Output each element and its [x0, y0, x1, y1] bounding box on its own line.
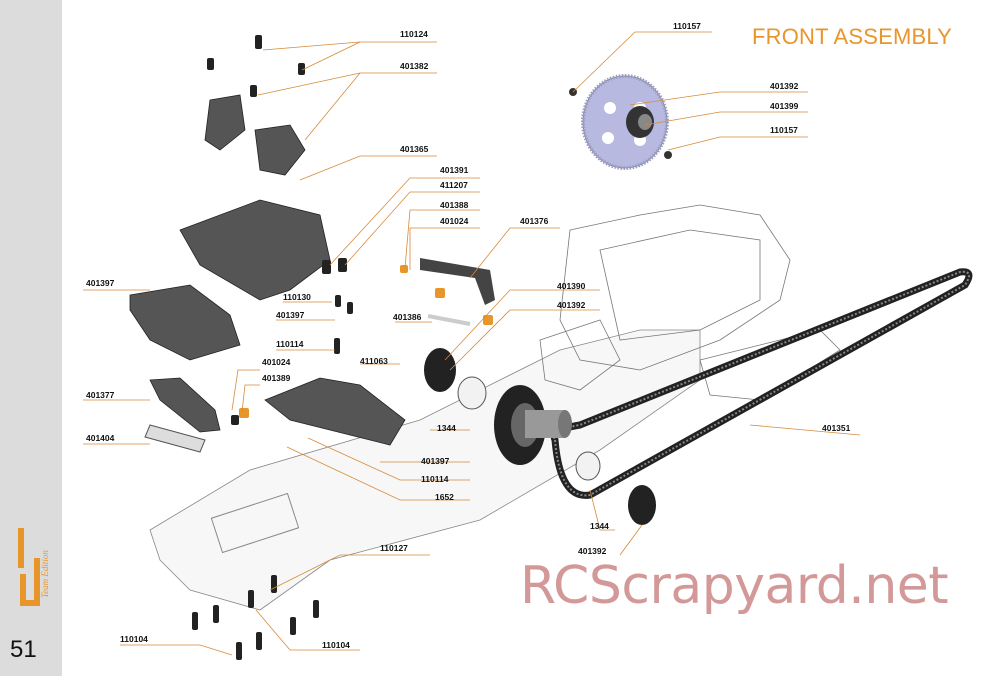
part-label: 401390 [557, 281, 586, 291]
part-label: 401397 [86, 278, 115, 288]
chassis-plate [149, 329, 701, 611]
section-title: FRONT ASSEMBLY [752, 24, 953, 49]
page-sidebar [0, 0, 62, 676]
part-label: 110127 [380, 543, 408, 553]
part-label: 401397 [421, 456, 450, 466]
hinge-pin-401386 [427, 314, 471, 326]
part-label: 1652 [435, 492, 454, 502]
part-label: 110157 [770, 125, 798, 135]
logo-mark [20, 558, 40, 606]
part-label: 110157 [673, 21, 701, 31]
part-label: 401351 [822, 423, 851, 433]
leader-lines [83, 31, 861, 656]
part-label: 401389 [262, 373, 291, 383]
collar-401392-b [628, 485, 656, 525]
part-label: 401392 [770, 81, 799, 91]
part-label: 401392 [557, 300, 586, 310]
part-label: 110130 [283, 292, 311, 302]
part-label: 401382 [400, 61, 429, 71]
pulley-assembly [494, 385, 572, 465]
orange-bushings [239, 265, 493, 418]
part-label: 1344 [590, 521, 609, 531]
steering-link-401376 [420, 258, 495, 305]
part-label: 401024 [440, 216, 469, 226]
exploded-assembly-diagram [83, 31, 973, 660]
part-label: 1344 [437, 423, 456, 433]
front-parts [129, 94, 406, 446]
part-label: 411207 [440, 180, 468, 190]
spur-gear [581, 74, 669, 170]
part-label: 401404 [86, 433, 115, 443]
part-label: 401365 [400, 144, 429, 154]
brand-logo: Team Edition [18, 528, 50, 606]
part-label: 401397 [276, 310, 305, 320]
collar-401392-a [424, 348, 456, 392]
logo-text: Team Edition [40, 550, 50, 598]
page-number: 51 [10, 636, 37, 663]
part-label: 401392 [578, 546, 607, 556]
part-label: 110104 [322, 640, 350, 650]
part-label: 411063 [360, 356, 388, 366]
part-label: 401391 [440, 165, 469, 175]
part-label: 401376 [520, 216, 549, 226]
part-label: 401024 [262, 357, 291, 367]
watermark: RCScrapyard.net [520, 556, 949, 616]
part-label: 401386 [393, 312, 422, 322]
part-label: 401388 [440, 200, 469, 210]
chassis-cutout [210, 492, 300, 554]
logo-bar [18, 528, 24, 568]
plate-401404 [144, 424, 206, 453]
screw-110157-bottom [664, 151, 672, 159]
bearing-1344-a [457, 376, 487, 410]
part-label: 110104 [120, 634, 148, 644]
part-label: 110124 [400, 29, 428, 39]
part-label: 401377 [86, 390, 115, 400]
part-label: 401399 [770, 101, 799, 111]
part-label: 110114 [421, 474, 449, 484]
part-label: 110114 [276, 339, 304, 349]
bearing-1344-b [575, 451, 601, 481]
